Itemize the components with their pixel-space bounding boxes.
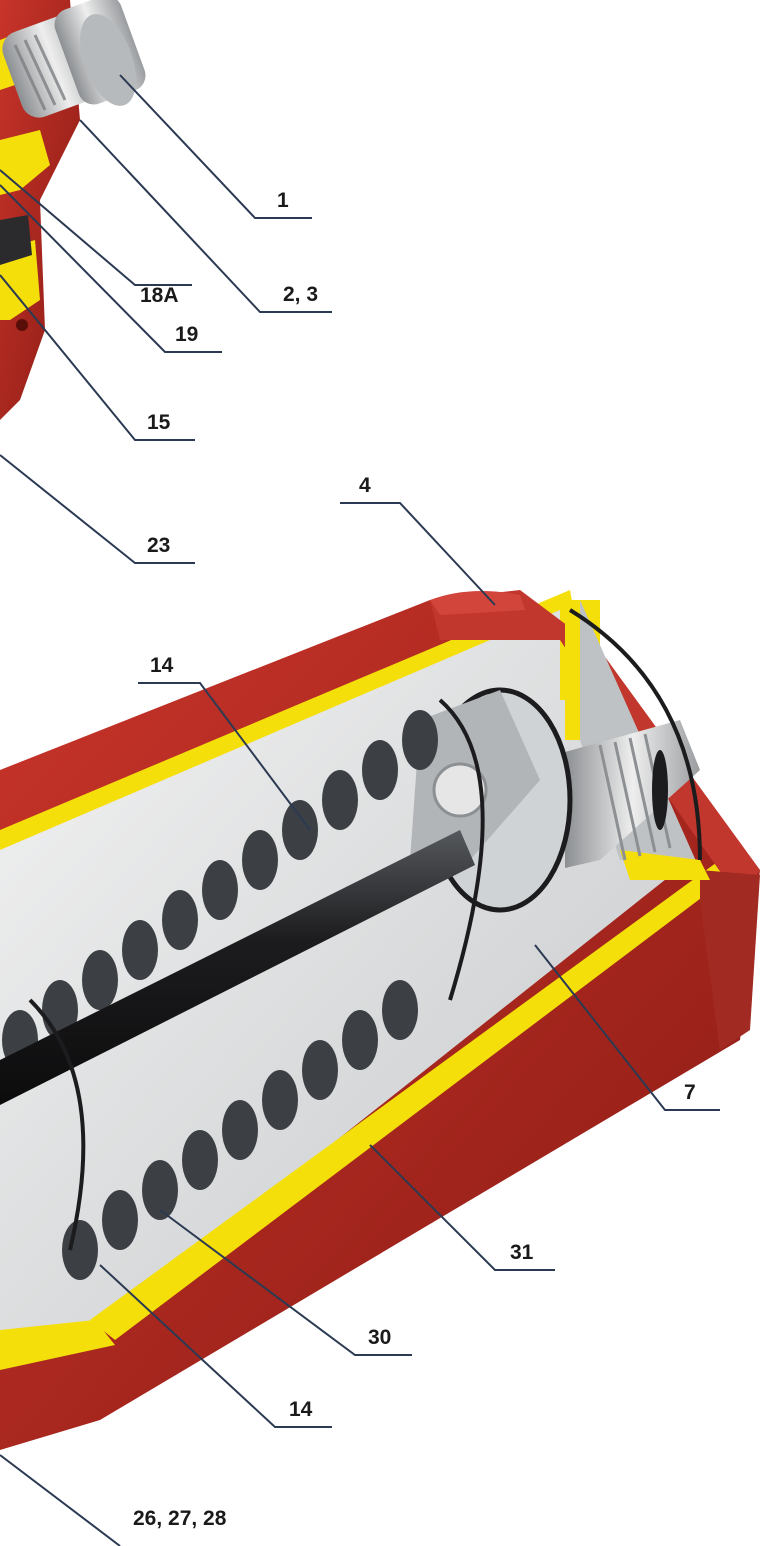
leader-1 — [119, 74, 312, 219]
callout-4: 4 — [359, 474, 371, 497]
callout-19: 19 — [175, 323, 199, 346]
top-cap-port — [0, 215, 32, 265]
leader-lines — [0, 74, 720, 1546]
top-cap-bolt-hole — [16, 319, 28, 331]
seal-ring-lower — [28, 998, 86, 1251]
body-section-edge-bottom — [90, 860, 725, 1340]
callout-26-27-28: 26, 27, 28 — [133, 1507, 227, 1530]
left-cap-section-edge — [0, 1320, 115, 1370]
seal-ring-right — [568, 608, 702, 861]
top-cap-section-face — [0, 130, 50, 195]
top-end-cap-assembly — [0, 0, 146, 420]
leader-31 — [369, 1144, 555, 1271]
leader-18a — [0, 169, 192, 286]
body-section-edge-top — [0, 590, 590, 850]
spring-guide-shaft — [0, 830, 475, 1105]
callout-7: 7 — [684, 1081, 696, 1104]
callout-14-bottom: 14 — [289, 1398, 313, 1421]
callout-30: 30 — [368, 1326, 392, 1349]
leader-14-bottom — [99, 1264, 332, 1428]
piston — [410, 687, 573, 913]
leader-15 — [0, 274, 195, 441]
leader-19 — [0, 184, 222, 353]
leader-14-top — [138, 682, 311, 831]
adjustment-screw — [2, 0, 146, 118]
callout-31: 31 — [510, 1241, 534, 1264]
leader-7 — [534, 944, 720, 1111]
callout-23: 23 — [147, 534, 171, 557]
seal-ring-upper — [438, 698, 485, 1001]
callout-1: 1 — [277, 189, 289, 212]
cylinder-assembly — [0, 590, 760, 1450]
callout-2-3: 2, 3 — [283, 283, 319, 306]
leader-30 — [159, 1209, 412, 1356]
callout-18a: 18A — [140, 284, 179, 307]
leader-26-27-28 — [0, 1454, 121, 1546]
leader-23 — [0, 454, 195, 564]
callout-15: 15 — [147, 411, 171, 434]
leader-4 — [340, 502, 496, 606]
callout-14-top: 14 — [150, 654, 174, 677]
leader-2-3 — [79, 119, 332, 313]
